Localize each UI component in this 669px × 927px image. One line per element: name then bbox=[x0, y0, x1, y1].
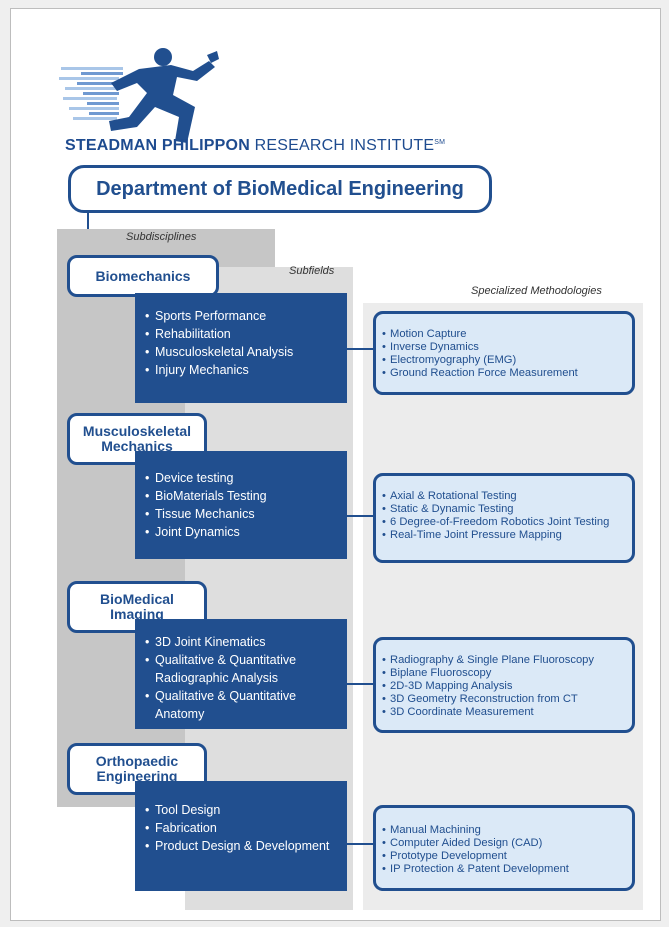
methodology-box: Manual Machining Computer Aided Design (… bbox=[373, 805, 635, 891]
methodology-item: Computer Aided Design (CAD) bbox=[382, 837, 632, 850]
methodology-item: Axial & Rotational Testing bbox=[382, 490, 632, 503]
discipline-label: Musculoskeletal bbox=[82, 423, 192, 439]
subfield-item: Device testing bbox=[145, 469, 347, 487]
subfields-header: Subfields bbox=[289, 265, 335, 277]
institute-name-bold: STEADMAN PHILIPPON bbox=[65, 137, 250, 154]
discipline-label: Imaging bbox=[110, 606, 164, 622]
institute-name: STEADMAN PHILIPPON RESEARCH INSTITUTESM bbox=[65, 137, 445, 155]
methodology-item: IP Protection & Patent Development bbox=[382, 863, 632, 876]
methodology-item: Manual Machining bbox=[382, 824, 632, 837]
discipline-label: Engineering bbox=[96, 768, 178, 784]
subfield-box: Tool Design Fabrication Product Design &… bbox=[135, 781, 347, 891]
subfield-item: Product Design & Development bbox=[145, 837, 347, 855]
subfield-item: 3D Joint Kinematics bbox=[145, 633, 347, 651]
org-chart-page: STEADMAN PHILIPPON RESEARCH INSTITUTESM … bbox=[10, 8, 661, 921]
subfield-box: 3D Joint Kinematics Qualitative & Quanti… bbox=[135, 619, 347, 729]
methodology-box: Radiography & Single Plane Fluoroscopy B… bbox=[373, 637, 635, 733]
subfield-item: Qualitative & Quantitative Anatomy bbox=[145, 687, 347, 723]
subfield-item: Sports Performance bbox=[145, 307, 347, 325]
connector-line bbox=[347, 683, 373, 685]
connector-line bbox=[347, 348, 373, 350]
runner-logo-icon bbox=[59, 48, 219, 143]
methodologies-header: Specialized Methodologies bbox=[471, 285, 602, 297]
subfield-item: Qualitative & Quantitative Radiographic … bbox=[145, 651, 347, 687]
discipline-label: BioMedical bbox=[100, 591, 174, 607]
methodology-item: Inverse Dynamics bbox=[382, 341, 632, 354]
subfield-box: Sports Performance Rehabilitation Muscul… bbox=[135, 293, 347, 403]
methodology-item: 3D Coordinate Measurement bbox=[382, 706, 632, 719]
subfield-item: Tool Design bbox=[145, 801, 347, 819]
methodology-item: 2D-3D Mapping Analysis bbox=[382, 680, 632, 693]
discipline-label: Biomechanics bbox=[95, 267, 191, 284]
methodology-item: Biplane Fluoroscopy bbox=[382, 667, 632, 680]
methodology-item: Radiography & Single Plane Fluoroscopy bbox=[382, 654, 632, 667]
methodology-item: 6 Degree-of-Freedom Robotics Joint Testi… bbox=[382, 516, 632, 529]
discipline-label: Orthopaedic bbox=[95, 753, 179, 769]
discipline-label: Mechanics bbox=[101, 438, 173, 454]
subfield-item: Musculoskeletal Analysis bbox=[145, 343, 347, 361]
connector-line bbox=[347, 843, 373, 845]
department-title: Department of BioMedical Engineering bbox=[68, 165, 492, 213]
methodology-box: Axial & Rotational Testing Static & Dyna… bbox=[373, 473, 635, 563]
methodology-box: Motion Capture Inverse Dynamics Electrom… bbox=[373, 311, 635, 395]
methodology-item: 3D Geometry Reconstruction from CT bbox=[382, 693, 632, 706]
subfield-item: Fabrication bbox=[145, 819, 347, 837]
methodology-item: Electromyography (EMG) bbox=[382, 354, 632, 367]
subdisciplines-header: Subdisciplines bbox=[126, 231, 197, 243]
subfield-item: Joint Dynamics bbox=[145, 523, 347, 541]
service-mark: SM bbox=[434, 139, 446, 146]
subfield-item: Injury Mechanics bbox=[145, 361, 347, 379]
methodology-item: Real-Time Joint Pressure Mapping bbox=[382, 529, 632, 542]
discipline-box: Biomechanics bbox=[67, 255, 219, 297]
subfield-item: Rehabilitation bbox=[145, 325, 347, 343]
methodology-item: Ground Reaction Force Measurement bbox=[382, 367, 632, 380]
connector-line bbox=[347, 515, 373, 517]
subfield-item: BioMaterials Testing bbox=[145, 487, 347, 505]
subfield-box: Device testing BioMaterials Testing Tiss… bbox=[135, 451, 347, 559]
methodology-item: Static & Dynamic Testing bbox=[382, 503, 632, 516]
methodology-item: Motion Capture bbox=[382, 328, 632, 341]
institute-name-rest: RESEARCH INSTITUTE bbox=[254, 137, 435, 154]
methodology-item: Prototype Development bbox=[382, 850, 632, 863]
subfield-item: Tissue Mechanics bbox=[145, 505, 347, 523]
